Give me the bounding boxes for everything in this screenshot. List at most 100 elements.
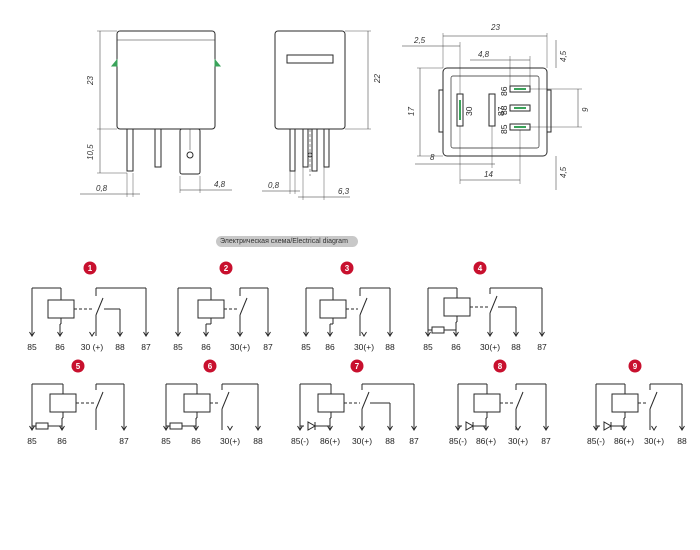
schematic-badge: 4 (473, 261, 487, 275)
schematic-pin-label: 88 (511, 342, 521, 352)
top-tab-left (438, 89, 444, 133)
schematic-pin-label: 85 (301, 342, 311, 352)
top-pin-label-85: 85 (499, 124, 509, 134)
schematic-pin-label: 85 (27, 436, 37, 446)
schematic-pin-label: 30(+) (230, 342, 250, 352)
schematic-number: 6 (208, 362, 213, 371)
top-dim-14: 14 (484, 170, 493, 179)
front-dim-105: 10,5 (86, 144, 95, 160)
top-pin-label-88: 88 (499, 105, 509, 115)
top-dim-45: 4,5 (559, 50, 568, 62)
relay-coil (319, 299, 347, 319)
schematic-pin-label: 86 (325, 342, 335, 352)
schematic-badge: 3 (340, 261, 354, 275)
schematic-pin-label: 30(+) (354, 342, 374, 352)
schematic-pin-label: 88 (385, 342, 395, 352)
schematic-pin-label: 86 (201, 342, 211, 352)
relay-coil (197, 299, 225, 319)
top-tab-right (546, 89, 552, 133)
side-pin-2 (302, 128, 309, 168)
schematic-pin-label: 86 (55, 342, 65, 352)
electrical-diagram-banner: Электрическая схема/Electrical diagram (216, 236, 358, 247)
schematic-pin-label: 88 (115, 342, 125, 352)
top-pin-88 (509, 104, 531, 112)
schematic-pin-label: 86 (57, 436, 67, 446)
relay-coil (47, 299, 75, 319)
relay-coil (183, 393, 211, 413)
top-dim-48: 4,8 (478, 50, 490, 59)
side-dim-22: 22 (373, 74, 382, 84)
relay-coil (611, 393, 639, 413)
schematic-badge: 1 (83, 261, 97, 275)
relay-coil (49, 393, 77, 413)
relay-coil (473, 393, 501, 413)
front-view (80, 30, 232, 197)
relay-coil (443, 297, 471, 317)
top-pin-label-87: 87 (496, 106, 506, 116)
side-pin-hole (307, 152, 313, 158)
front-dim-08: 0,8 (96, 184, 108, 193)
schematic-pin-label: 85 (161, 436, 171, 446)
top-pin-label-86: 86 (499, 86, 509, 96)
schematic-number: 9 (633, 362, 638, 371)
schematic-badge: 8 (493, 359, 507, 373)
resistor (169, 422, 183, 430)
schematic-pin-label: 30(+) (508, 436, 528, 446)
schematic-pin-label: 85(-) (291, 436, 309, 446)
schematic-pin-label: 88 (385, 436, 395, 446)
top-dim-25: 2,5 (413, 36, 426, 45)
schematic-pin-label: 86(+) (614, 436, 634, 446)
top-dim-17: 17 (407, 107, 416, 116)
top-dim-45b: 4,5 (559, 166, 568, 178)
front-pin-1 (126, 128, 134, 172)
schematic-number: 8 (498, 362, 503, 371)
schematic-number: 4 (478, 264, 483, 273)
schematic-pin-label: 87 (541, 436, 551, 446)
schematic-number: 5 (76, 362, 81, 371)
side-label-window (286, 54, 334, 64)
side-body (274, 30, 346, 130)
schematic-pin-label: 30(+) (352, 436, 372, 446)
schematic-pin-label: 86 (451, 342, 461, 352)
top-dim-8: 8 (430, 153, 435, 162)
schematic-pin-label: 86(+) (476, 436, 496, 446)
diode (603, 421, 613, 431)
schematic-pin-label: 30(+) (644, 436, 664, 446)
schematic-badge: 6 (203, 359, 217, 373)
schematic-pin-label: 87 (409, 436, 419, 446)
schematic-1: 1 85 86 30 (+) 88 87 (27, 261, 151, 352)
top-body-inner (450, 75, 540, 149)
front-pin-hole (186, 151, 194, 159)
schematic-pin-label: 30 (+) (81, 342, 104, 352)
schematic-pin-label: 87 (537, 342, 547, 352)
top-dim-9: 9 (581, 107, 590, 112)
schematic-9: 985(-)86(+)30(+)88 (587, 359, 687, 446)
schematic-pin-label: 85(-) (449, 436, 467, 446)
schematic-badge: 5 (71, 359, 85, 373)
schematic-pin-label: 85(-) (587, 436, 605, 446)
schematic-8: 8 85(-) 86(+) 30(+) 87 (449, 359, 551, 446)
front-green-mark-right (214, 58, 222, 67)
top-pin-87 (488, 93, 496, 127)
schematic-pin-label: 88 (253, 436, 263, 446)
schematic-number: 3 (345, 264, 350, 273)
side-pin-3 (311, 128, 318, 172)
schematic-pin-label: 85 (27, 342, 37, 352)
side-dim-08: 0,8 (268, 181, 280, 190)
schematic-number: 1 (88, 264, 93, 273)
schematic-number: 2 (224, 264, 229, 273)
top-view (402, 33, 582, 190)
front-pin-2 (154, 128, 162, 168)
schematic-pin-label: 87 (141, 342, 151, 352)
schematic-3: 3 85 86 30(+) 88 (301, 261, 395, 352)
front-dim-48: 4,8 (214, 180, 226, 189)
schematic-pin-label: 30(+) (480, 342, 500, 352)
